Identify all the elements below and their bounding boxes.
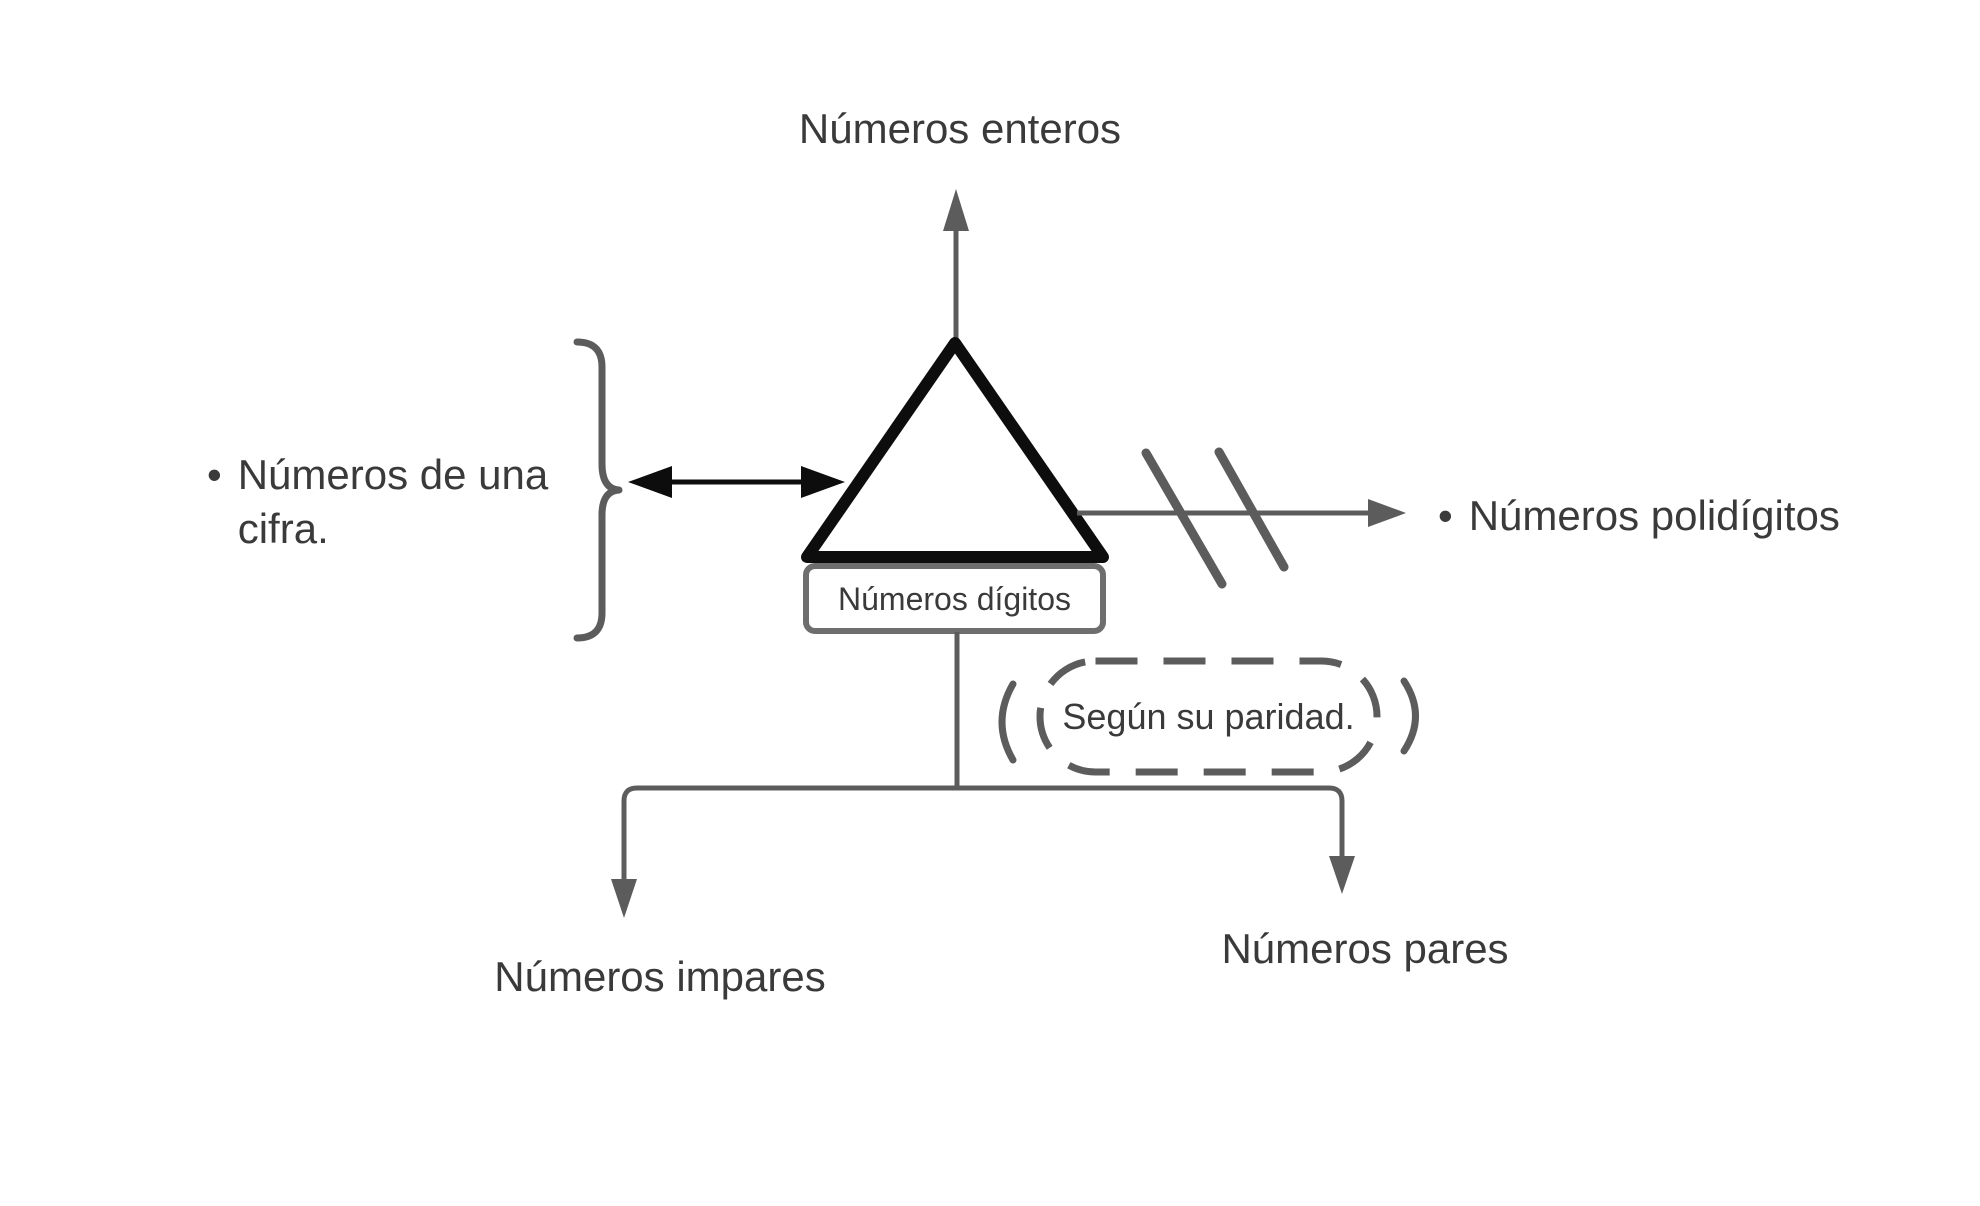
branch-connector	[611, 785, 1355, 918]
left-note-bullet: •	[207, 451, 222, 498]
left-note: • Números de una cifra.	[207, 448, 548, 556]
double-arrow	[628, 466, 845, 498]
down-arrowhead-left	[611, 879, 637, 918]
digit-numbers-box-label: Números dígitos	[838, 580, 1071, 617]
right-note-label: Números polidígitos	[1468, 492, 1840, 539]
curly-brace	[573, 338, 623, 642]
slash-mark-1	[1141, 448, 1227, 589]
right-note: • Números polidígitos	[1438, 489, 1840, 543]
slash-mark-2	[1214, 447, 1289, 572]
left-note-text: Números de una cifra.	[238, 448, 549, 556]
parity-note-label: Según su paridad.	[1062, 695, 1355, 737]
left-note-line1: Números de una	[237, 451, 549, 498]
triangle-shape	[801, 337, 1109, 563]
crossed-arrow	[1077, 447, 1406, 589]
bottom-right-label: Números pares	[1221, 925, 1509, 972]
down-arrowhead-right	[1329, 856, 1355, 894]
digit-numbers-box: Números dígitos	[803, 563, 1106, 634]
right-note-bullet: •	[1438, 492, 1453, 539]
bottom-left-label: Números impares	[494, 953, 826, 1000]
close-paren-arc	[1400, 677, 1419, 755]
left-note-line2: cifra.	[237, 505, 329, 552]
up-arrow	[943, 189, 969, 344]
open-paren-arc	[998, 680, 1017, 764]
title-numeros-enteros: Números enteros	[798, 105, 1122, 152]
